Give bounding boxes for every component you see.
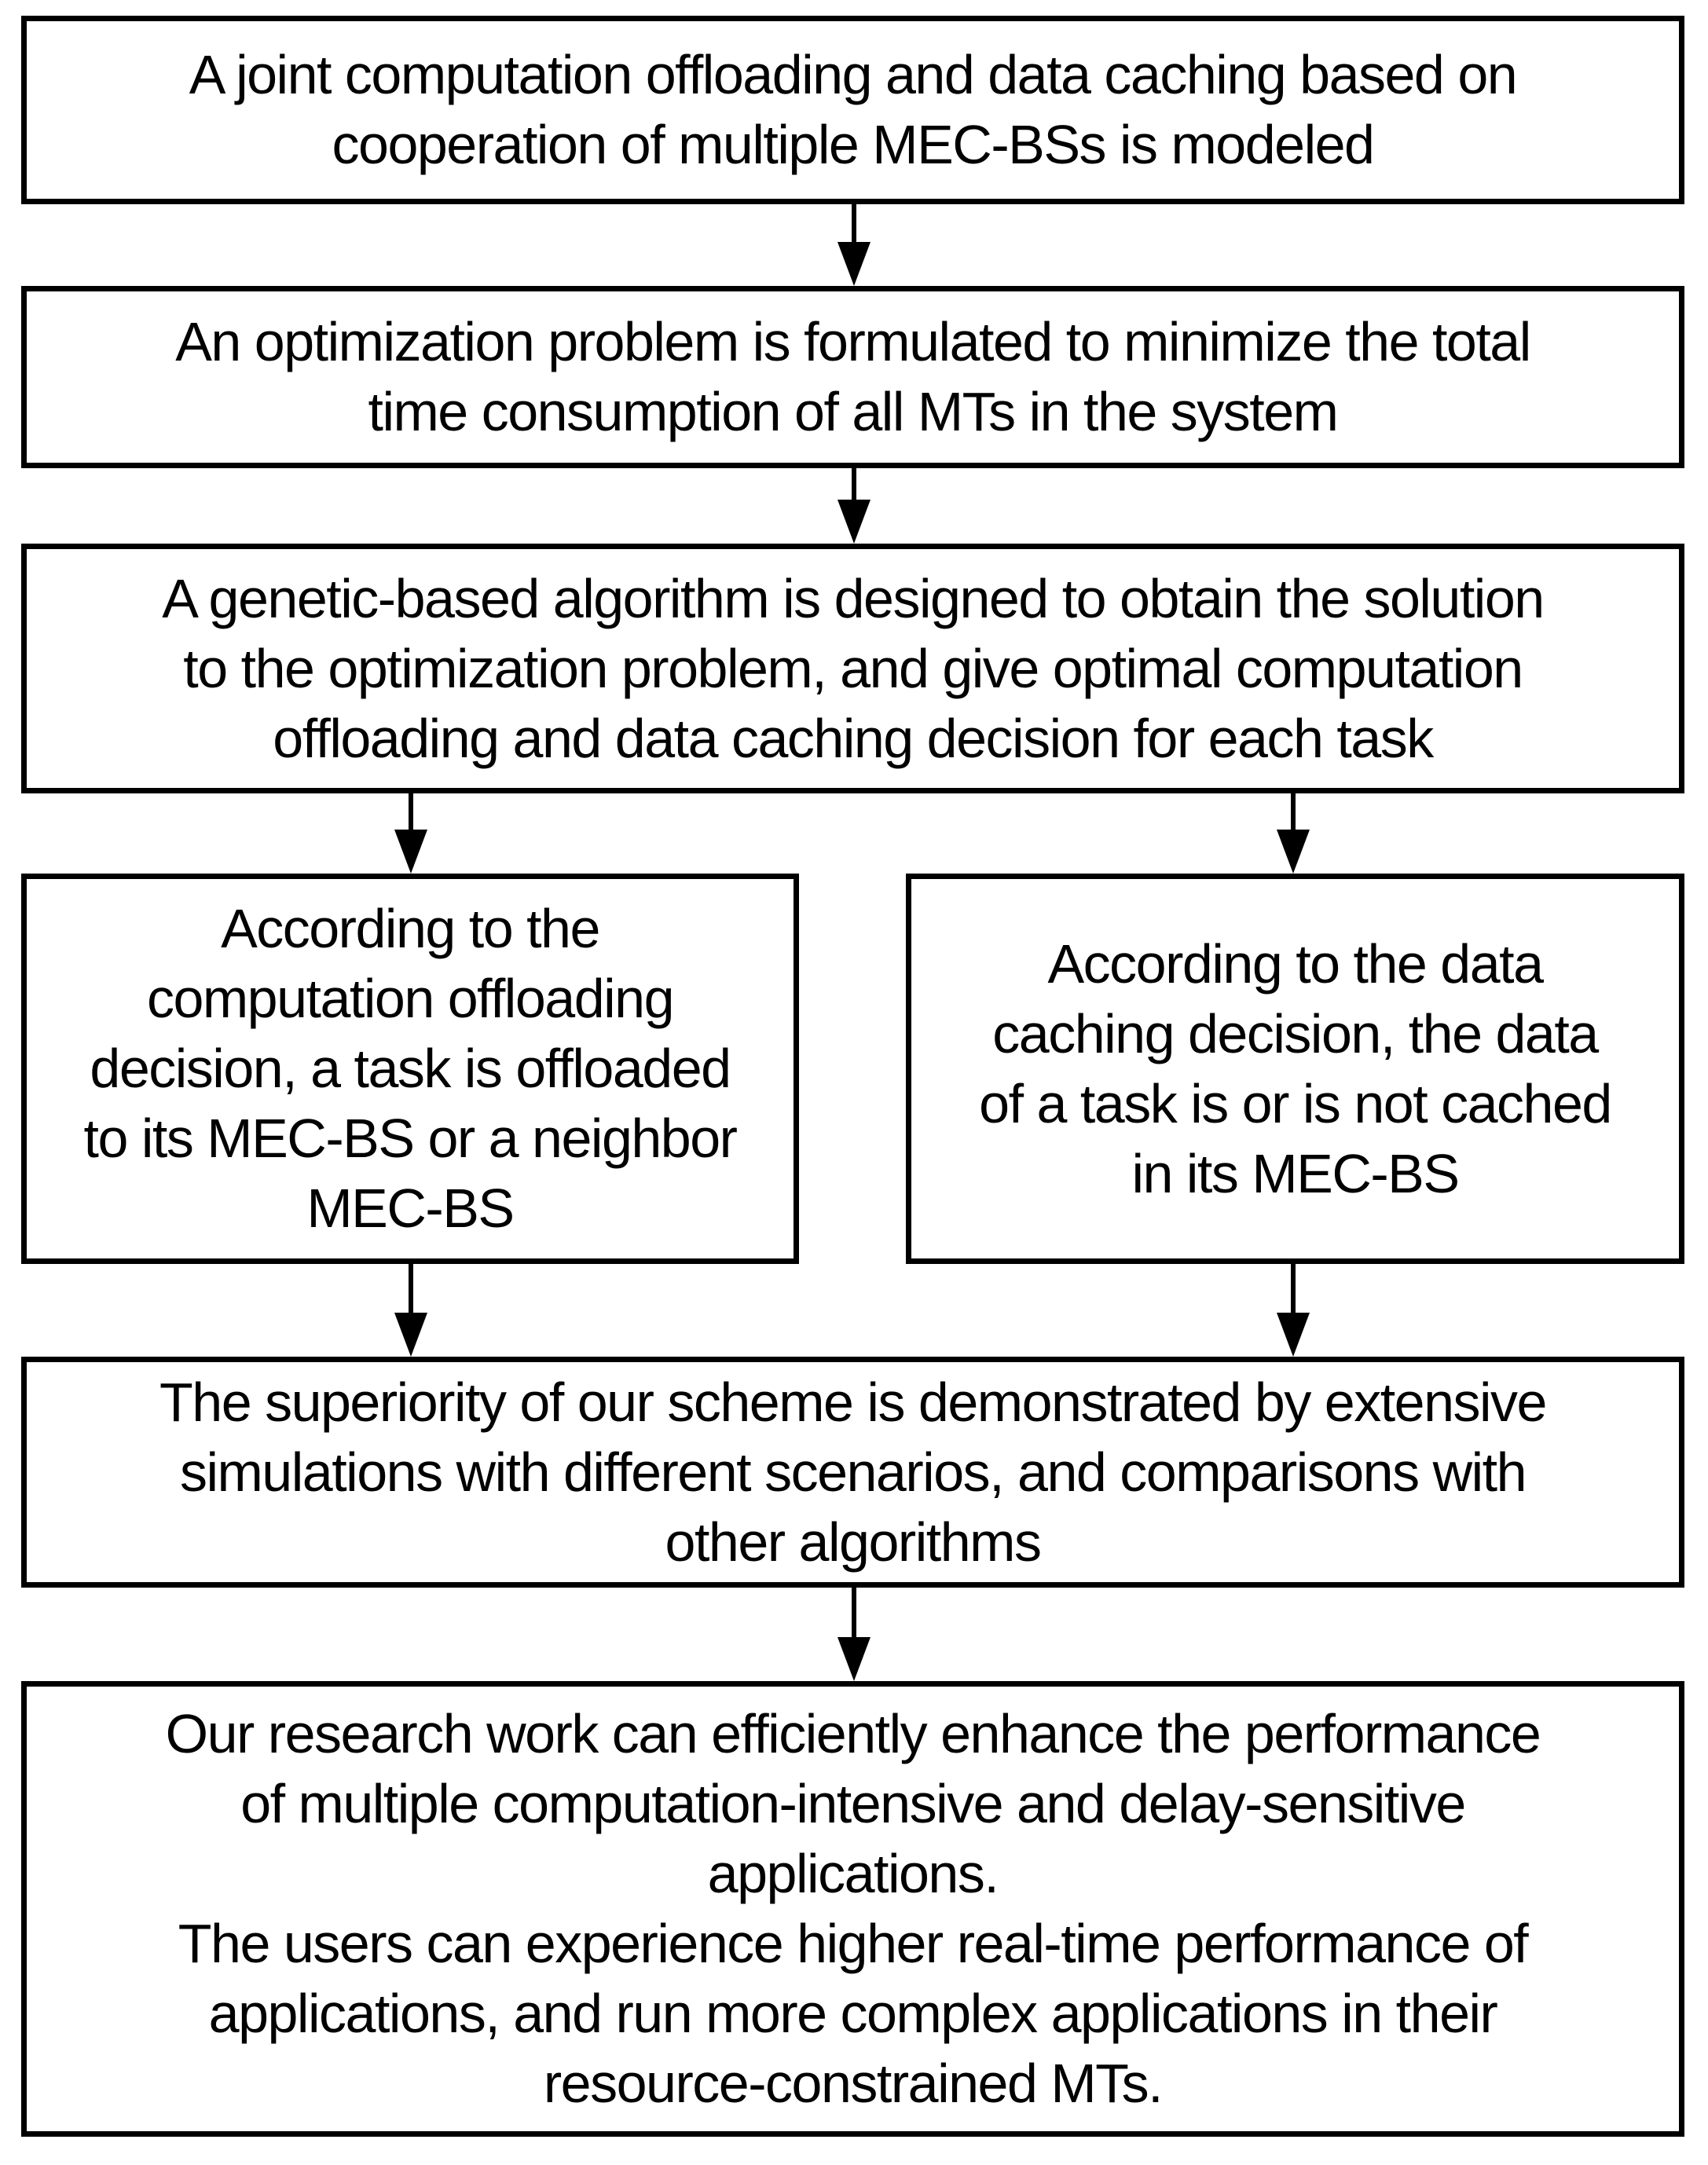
arrow-offloading-decision-to-evaluation bbox=[394, 1264, 428, 1357]
box-text-line: According to the bbox=[221, 898, 600, 959]
arrow-caching-decision-to-evaluation bbox=[1276, 1264, 1310, 1357]
box-text-line: in its MEC-BS bbox=[1131, 1142, 1460, 1204]
box-text-line: A genetic-based algorithm is designed to… bbox=[162, 567, 1545, 629]
arrow-optimization-to-genetic-algorithm bbox=[837, 468, 871, 544]
box-text-line: simulations with different scenarios, an… bbox=[179, 1441, 1527, 1503]
box-text-line: Our research work can efficiently enhanc… bbox=[165, 1703, 1541, 1764]
arrow-evaluation-to-conclusion bbox=[837, 1588, 871, 1681]
box-text-line: applications. bbox=[707, 1843, 999, 1904]
box-text-line: MEC-BS bbox=[306, 1178, 515, 1239]
flow-box-evaluation: The superiority of our scheme is demonst… bbox=[21, 1357, 1684, 1588]
box-text-line: cooperation of multiple MEC-BSs is model… bbox=[332, 114, 1375, 175]
flow-box-model: A joint computation offloading and data … bbox=[21, 16, 1684, 204]
box-text-line: of multiple computation-intensive and de… bbox=[240, 1773, 1466, 1834]
box-text-line: According to the data bbox=[1047, 932, 1544, 995]
arrow-model-to-optimization bbox=[837, 204, 871, 286]
box-text-line: A joint computation offloading and data … bbox=[189, 44, 1518, 105]
box-text-line: The superiority of our scheme is demonst… bbox=[159, 1371, 1548, 1433]
box-text-line: to the optimization problem, and give op… bbox=[183, 637, 1523, 699]
arrow-genetic-algorithm-to-caching-decision bbox=[1276, 793, 1310, 874]
arrow-genetic-algorithm-to-offloading-decision bbox=[394, 793, 428, 874]
box-text-line: decision, a task is offloaded bbox=[90, 1038, 731, 1099]
box-text-line: applications, and run more complex appli… bbox=[208, 1983, 1498, 2044]
box-text-line: computation offloading bbox=[146, 968, 675, 1029]
box-text-line: to its MEC-BS or a neighbor bbox=[83, 1108, 738, 1169]
flow-box-conclusion: Our research work can efficiently enhanc… bbox=[21, 1681, 1684, 2137]
box-text-line: An optimization problem is formulated to… bbox=[175, 311, 1531, 372]
flow-box-optimization: An optimization problem is formulated to… bbox=[21, 286, 1684, 468]
box-text-line: resource-constrained MTs. bbox=[543, 2053, 1164, 2114]
box-text-line: offloading and data caching decision for… bbox=[273, 707, 1434, 769]
box-text-line: of a task is or is not cached bbox=[979, 1072, 1612, 1134]
flow-box-offloading-decision: According to the computation offloading … bbox=[21, 874, 799, 1264]
box-text-line: caching decision, the data bbox=[992, 1002, 1599, 1064]
box-text-line: time consumption of all MTs in the syste… bbox=[368, 381, 1339, 442]
flow-box-genetic-algorithm: A genetic-based algorithm is designed to… bbox=[21, 544, 1684, 793]
box-text-line: other algorithms bbox=[665, 1511, 1042, 1573]
box-text-line: The users can experience higher real-tim… bbox=[178, 1913, 1529, 1974]
flow-box-caching-decision: According to the data caching decision, … bbox=[906, 874, 1684, 1264]
